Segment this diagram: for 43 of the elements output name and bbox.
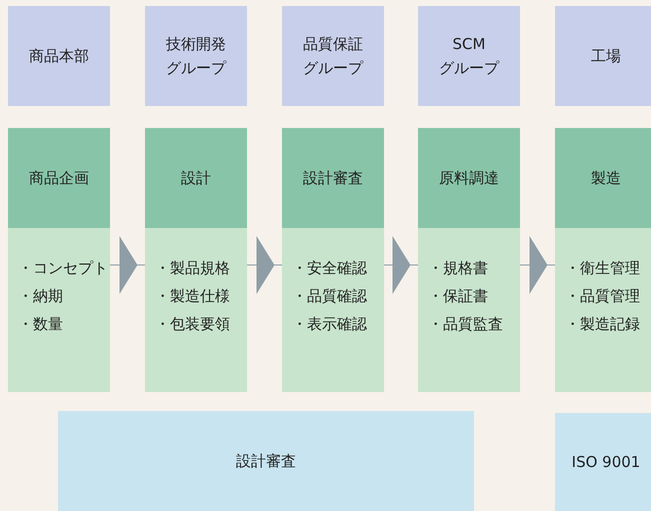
bullet-item: ・数量 [18,315,63,334]
department-box [282,6,384,106]
chevron-arrow [520,236,556,294]
chevron-arrow [110,236,146,294]
department-name: SCMグループ [439,34,499,79]
bullet-item: ・保証書 [428,287,488,306]
process-column [555,128,651,392]
department-box [8,6,110,106]
bullet-item: ・規格書 [428,259,488,278]
bullet-item: ・包装要領 [155,315,230,334]
department-name: 商品本部 [29,46,89,67]
process-column [8,128,110,392]
department-name: 技術開発グループ [166,34,226,79]
chevron-arrow [384,236,418,294]
bullet-item: ・衛生管理 [565,259,640,278]
bullet-item: ・コンセプト [18,259,108,278]
department-box [418,6,520,106]
process-column [145,128,247,392]
bullet-item: ・製造仕様 [155,287,230,306]
bullet-item: ・品質監査 [428,315,503,334]
department-name: 品質保証グループ [303,34,363,79]
box-label: 設計審査 [236,451,296,472]
department-name: 工場 [591,46,621,67]
bullet-item: ・製品規格 [155,259,230,278]
foundation-box [555,413,651,511]
bullet-item: ・品質確認 [292,287,367,306]
bullet-item: ・製造記録 [565,315,640,334]
department-box [145,6,247,106]
chevron-arrow [246,236,282,294]
bullet-item: ・納期 [18,287,63,306]
bullet-item: ・安全確認 [292,259,367,278]
column-header: 設計審査 [282,128,384,228]
process-column [418,128,520,392]
column-header: 設計 [145,128,247,228]
foundation-box [58,411,474,511]
bullet-item: ・表示確認 [292,315,367,334]
box-label: ISO 9001 [572,452,640,473]
department-box [555,6,651,106]
column-header: 商品企画 [8,128,110,228]
process-column [282,128,384,392]
bullet-item: ・品質管理 [565,287,640,306]
column-header: 原料調達 [418,128,520,228]
column-header: 製造 [555,128,651,228]
